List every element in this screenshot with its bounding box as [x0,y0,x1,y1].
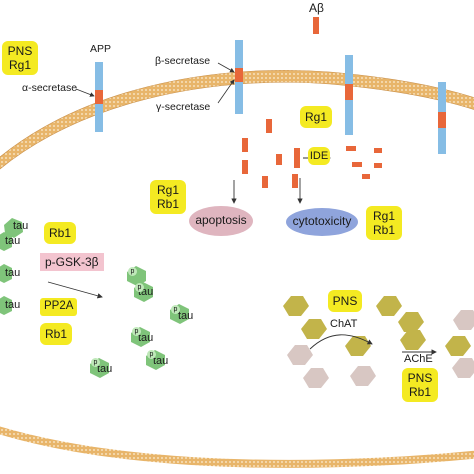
abeta-fragment [346,146,356,151]
box-rb1-tau: Rb1 [44,222,76,244]
box-pns-chat: PNS [328,290,362,312]
alpha-secretase-label: α-secretase [22,82,78,94]
abeta-fragment [292,174,298,188]
phospho-badge: p [171,305,180,314]
abeta-fragment [362,174,370,179]
app-receptor-4 [438,82,446,154]
abeta-fragment [352,162,362,167]
tau-hexagon [0,296,12,315]
abeta-fragment [242,138,248,152]
gamma-secretase-label: γ-secretase [156,101,211,113]
abeta-fragment [262,176,268,188]
abeta-fragment [313,17,319,34]
tau-label: tau [13,220,29,232]
ide-label: IDE [308,147,330,165]
tau-hexagon [0,264,12,283]
abeta-fragment [374,148,382,153]
abeta-fragment [374,163,382,168]
phospho-badge: p [132,327,141,336]
app-receptor-1 [95,62,103,132]
beta-secretase-label: β-secretase [155,55,211,67]
app-receptor-3 [345,55,353,135]
phospho-badge: p [135,283,144,292]
cytotoxicity-label: cytotoxicity [292,214,352,228]
tau-label: tau [153,355,169,367]
phospho-badge: p [91,358,100,367]
cell-membrane-inner-line [0,69,474,158]
tau-hexagon [4,218,23,238]
box-rg1-ide: Rg1 [300,106,332,128]
abeta-label: Aβ [309,1,324,15]
tau-label: tau [138,286,154,298]
chat-label: ChAT [330,318,358,330]
app-receptor-2 [235,40,243,114]
tau-label: tau [97,363,113,375]
tau-label: tau [178,310,194,322]
p-gsk-label: p-GSK-3β [40,253,104,271]
tau-label: tau [5,235,21,247]
app-label: APP [90,43,112,55]
abeta-fragment [294,148,300,168]
abeta-fragment [266,119,272,133]
cytotoxicity-bubble [286,208,358,236]
tau-proteins [0,218,189,378]
tau-hexagon [0,232,12,251]
tau-label: tau [138,332,154,344]
tau-label: tau [5,299,21,311]
tau-label: tau [5,267,21,279]
abeta-fragment [276,154,282,165]
ache-label: AChE [404,353,433,365]
apoptosis-bubble [189,206,253,236]
abeta-fragment [242,160,248,174]
phospho-badge: p [128,267,137,276]
apoptosis-label: apoptosis [195,213,247,227]
phospho-badge: p [147,350,156,359]
acetylcholine-hexagons [283,296,474,388]
lower-membrane [0,426,474,468]
box-rb1-pp2a: Rb1 [40,323,72,345]
pp2a-label: PP2A [40,298,78,316]
